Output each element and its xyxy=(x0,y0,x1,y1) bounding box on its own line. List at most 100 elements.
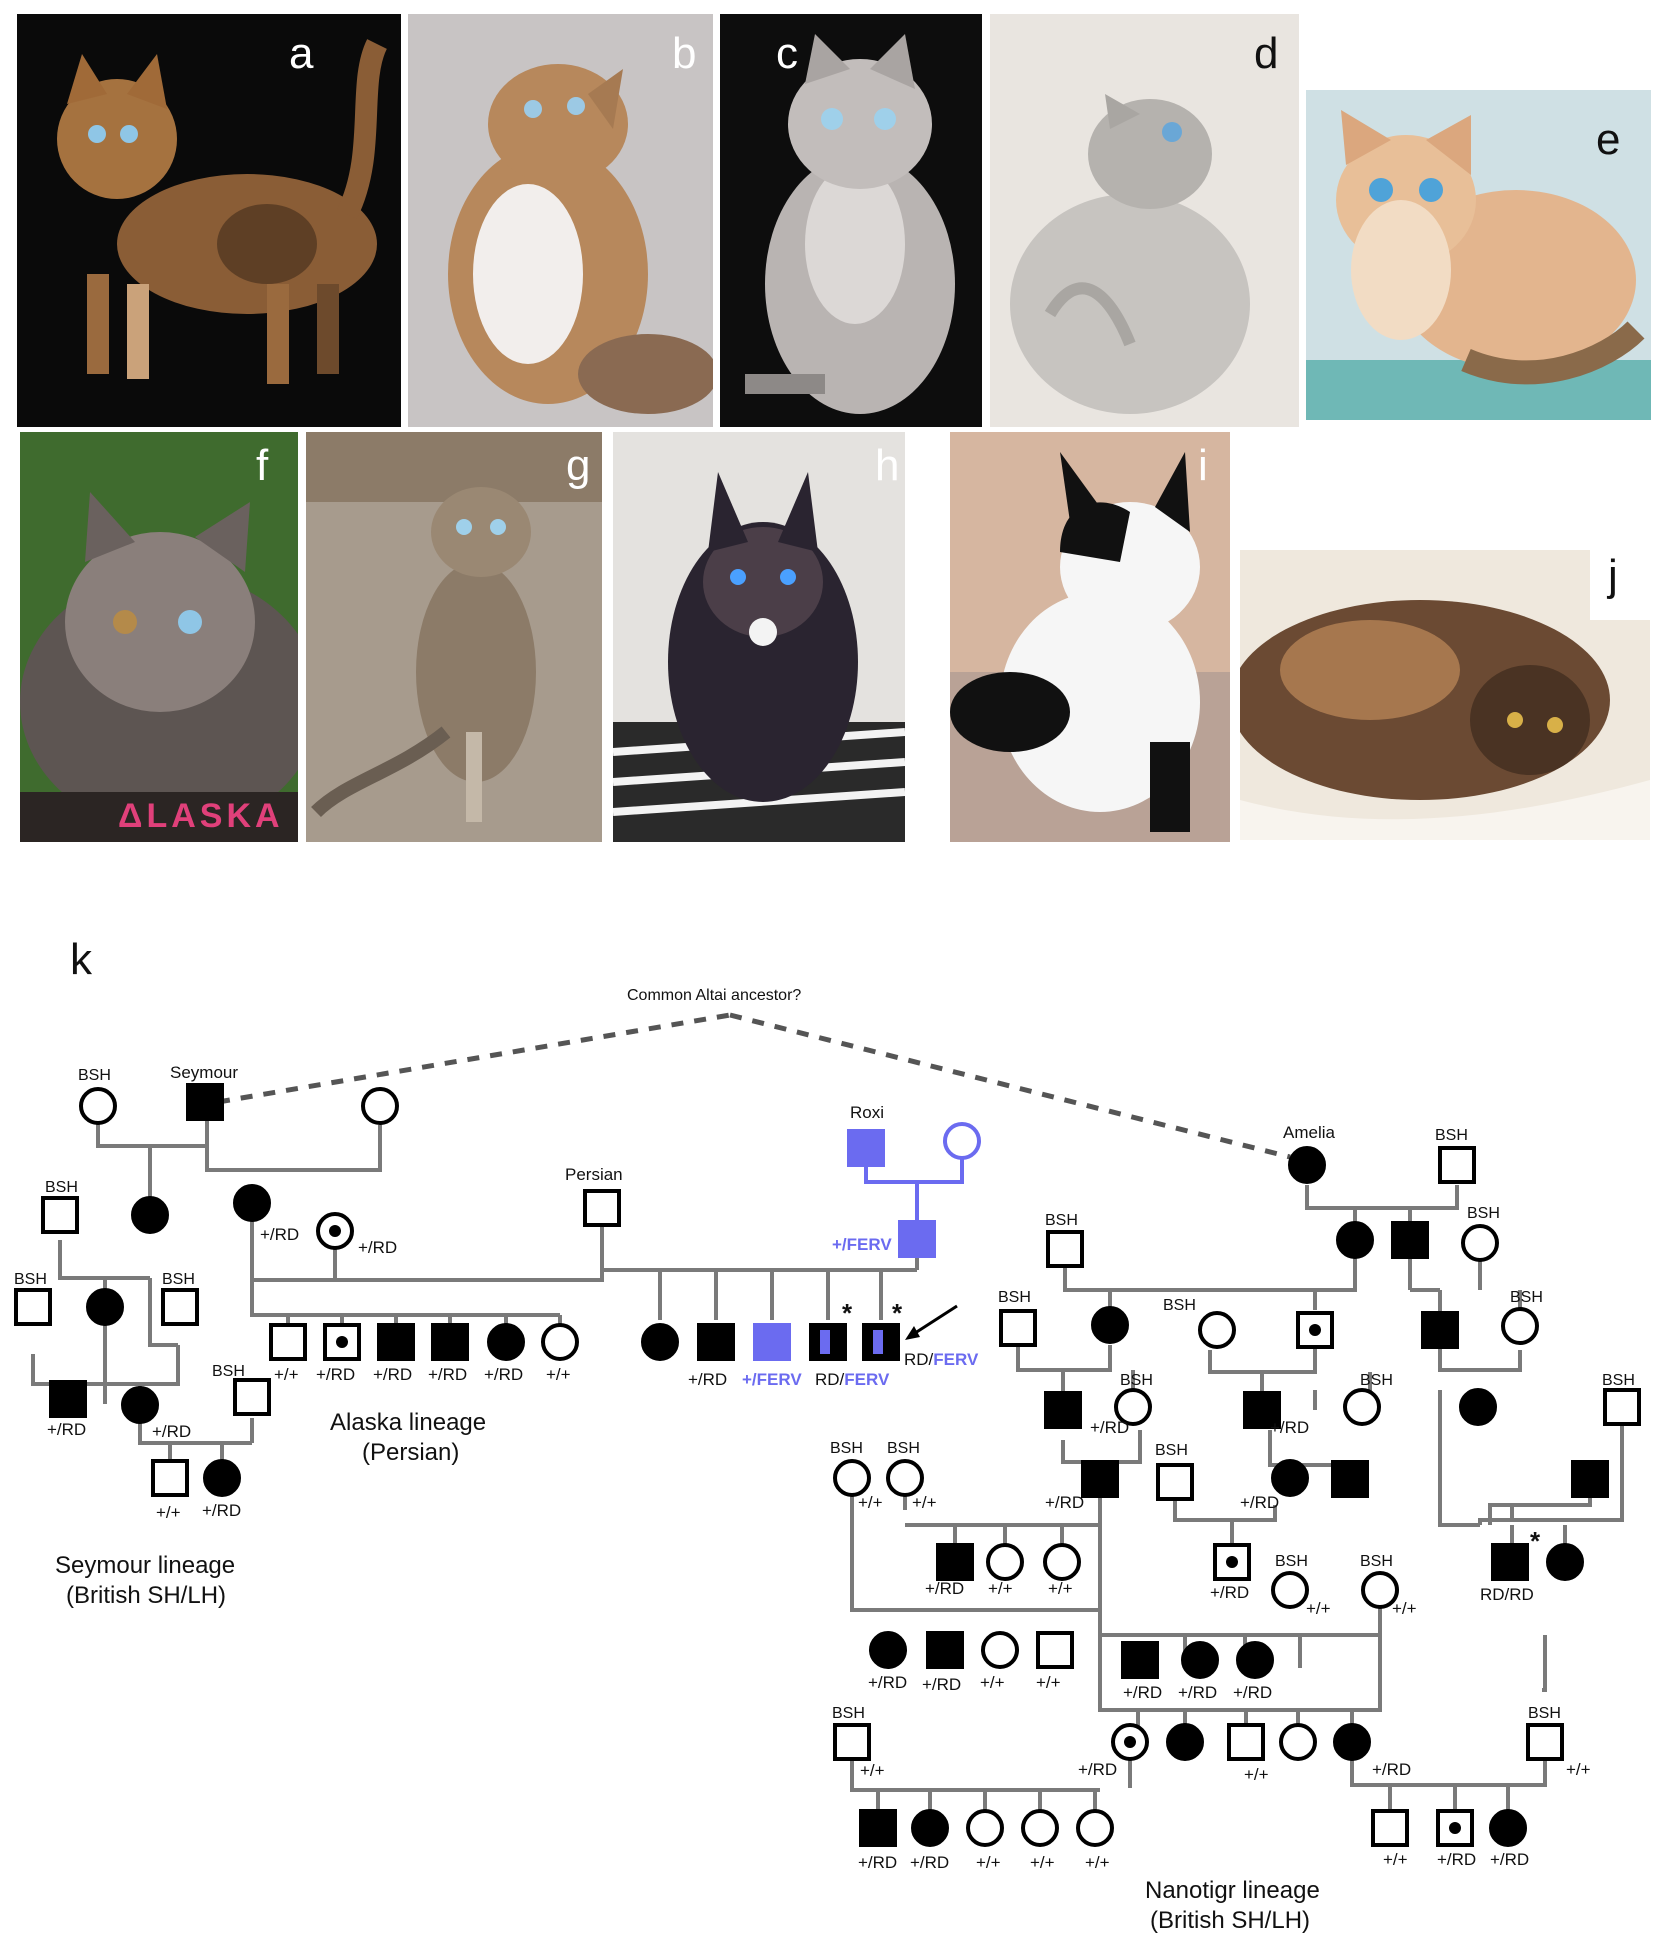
gt-alaska-rd-2-rd: RD/ xyxy=(904,1350,934,1369)
alaska-affected-male-1 xyxy=(377,1323,415,1361)
alaska-wild-male xyxy=(269,1323,307,1361)
alaska-rd-ferv-male-2-inner xyxy=(873,1330,883,1354)
bsh-male-nanotigr-top xyxy=(1438,1146,1476,1184)
nanotigr-affected-female-11 xyxy=(911,1809,949,1847)
gt-nanotigr-2: +/RD xyxy=(1270,1418,1309,1437)
nanotigr-wild-male-1 xyxy=(1036,1631,1074,1669)
photo-e-label: e xyxy=(1596,115,1621,164)
nanotigr-bsh-female-9 xyxy=(1361,1571,1399,1609)
nanotigr-affected-female-5 xyxy=(1546,1543,1584,1581)
marker-asterisk-2: * xyxy=(892,1298,903,1328)
seymour-male xyxy=(186,1083,224,1121)
gt-roxi-offspring: +/FERV xyxy=(832,1235,892,1254)
nanotigr-wild-female-5 xyxy=(1021,1809,1059,1847)
gt-nanotigr-19: +/RD xyxy=(1233,1683,1272,1702)
photo-c-image xyxy=(720,14,982,427)
nanotigr-carrier-male-1-dot xyxy=(1309,1324,1321,1336)
nanotigr-lines-bottom xyxy=(850,1740,1547,1810)
gt-nanotigr-20: +/+ xyxy=(860,1761,885,1780)
nanotigr-affected-male-8 xyxy=(936,1543,974,1581)
bsh-tag-17: BSH xyxy=(1155,1442,1188,1459)
nanotigr-bsh-male-6 xyxy=(833,1723,871,1761)
photo-j-image xyxy=(1240,550,1650,840)
nanotigr-affected-female-6 xyxy=(869,1631,907,1669)
bsh-tag-2: BSH xyxy=(45,1179,78,1196)
gt-alaska-7: +/RD xyxy=(688,1370,727,1389)
lineage-seymour-line2: (British SH/LH) xyxy=(66,1582,226,1609)
gt-nanotigr-14: +/RD xyxy=(922,1675,961,1694)
alaska-affected-female-2 xyxy=(641,1323,679,1361)
gt-alaska-rd-2: RD/FERV xyxy=(904,1350,979,1369)
gt-alaska-rd-1-ferv: FERV xyxy=(844,1370,890,1389)
female-mate-seymour xyxy=(361,1087,399,1125)
photo-j-label: j xyxy=(1608,551,1618,600)
nanotigr-affected-male-9 xyxy=(926,1631,964,1669)
gt-nanotigr-10: +/RD xyxy=(1210,1583,1249,1602)
bsh-male-row3-right xyxy=(161,1288,199,1326)
panel-k-label: k xyxy=(70,935,92,984)
bsh-tag-6: BSH xyxy=(1435,1127,1468,1144)
alaska-carrier-male-dot xyxy=(336,1336,348,1348)
alaska-affected-female xyxy=(487,1323,525,1361)
gt-nanotigr-22: +/+ xyxy=(1244,1765,1269,1784)
nanotigr-affected-male-2 xyxy=(1421,1311,1459,1349)
gt-nanotigr-27: +/+ xyxy=(976,1853,1001,1872)
bsh-tag-3: BSH xyxy=(14,1271,47,1288)
photo-b-label: b xyxy=(672,29,697,78)
bsh-male-row4 xyxy=(233,1378,271,1416)
marker-asterisk-3: * xyxy=(1530,1526,1541,1556)
ancestor-dash-left xyxy=(217,1012,731,1105)
nanotigr-wild-female-1 xyxy=(986,1543,1024,1581)
photo-g-label: g xyxy=(566,441,591,490)
nanotigr-affected-female-2 xyxy=(1091,1306,1129,1344)
gt-alaska-rd-1-rd: RD/ xyxy=(815,1370,845,1389)
photo-e-golden-cat: e xyxy=(1306,90,1651,420)
photo-h-black-smoke-maine-coon: h xyxy=(613,432,905,842)
gt-nanotigr-21: +/RD xyxy=(1078,1760,1117,1779)
gt-nanotigr-4: +/RD xyxy=(1045,1493,1084,1512)
nanotigr-bsh-female-2 xyxy=(1198,1311,1236,1349)
nanotigr-carrier-female-dot xyxy=(1124,1736,1136,1748)
photo-d-label: d xyxy=(1254,29,1279,78)
bsh-tag-8: BSH xyxy=(1467,1205,1500,1222)
nanotigr-bsh-male-5 xyxy=(1156,1463,1194,1501)
nanotigr-bsh-female-4 xyxy=(1114,1388,1152,1426)
gt-nanotigr-6: +/+ xyxy=(912,1493,937,1512)
photo-a-tortie-tabby-kitten: a xyxy=(17,14,401,427)
nanotigr-wild-female-2 xyxy=(1043,1543,1081,1581)
gt-nanotigr-9: +/+ xyxy=(1048,1579,1073,1598)
nanotigr-carrier-male-2-dot xyxy=(1226,1556,1238,1568)
wild-male-row5 xyxy=(151,1459,189,1497)
bsh-tag-4: BSH xyxy=(162,1271,195,1288)
bsh-tag-5: BSH xyxy=(212,1363,245,1380)
nanotigr-bsh-male-4 xyxy=(1603,1388,1641,1426)
lineage-nanotigr-line1: Nanotigr lineage xyxy=(1145,1877,1320,1904)
carrier-female-dot xyxy=(329,1225,341,1237)
gt-alaska-1: +/+ xyxy=(274,1365,299,1384)
gt-nanotigr-18: +/RD xyxy=(1178,1683,1217,1702)
nanotigr-affected-male-7 xyxy=(1571,1460,1609,1498)
gt-affected-male-row4: +/RD xyxy=(47,1420,86,1439)
nanotigr-bsh-female-1 xyxy=(1461,1224,1499,1262)
nanotigr-unaffected-female xyxy=(1279,1723,1317,1761)
photo-g-image xyxy=(306,432,602,842)
gt-alaska-3: +/RD xyxy=(373,1365,412,1384)
photo-g-tabby-cat-sitting: g xyxy=(306,432,602,842)
gt-nanotigr-29: +/+ xyxy=(1085,1853,1110,1872)
photo-f-image xyxy=(20,432,298,842)
gt-nanotigr-11: +/+ xyxy=(1306,1599,1331,1618)
gt-wild-male-row5: +/+ xyxy=(156,1503,181,1522)
photo-i-label: i xyxy=(1198,441,1208,490)
gt-nanotigr-7: +/RD xyxy=(925,1579,964,1598)
gt-nanotigr-28: +/+ xyxy=(1030,1853,1055,1872)
gt-affected-female-row5: +/RD xyxy=(202,1501,241,1520)
nanotigr-affected-male-10 xyxy=(1121,1641,1159,1679)
bsh-tag-16: BSH xyxy=(887,1440,920,1457)
nanotigr-bsh-male-3 xyxy=(999,1309,1037,1347)
nanotigr-affected-female-10 xyxy=(1333,1723,1371,1761)
bsh-tag-18: BSH xyxy=(1275,1553,1308,1570)
nanotigr-carrier-male-3-dot xyxy=(1449,1822,1461,1834)
bsh-tag-10: BSH xyxy=(1163,1297,1196,1314)
nanotigr-affected-male-1 xyxy=(1391,1221,1429,1259)
